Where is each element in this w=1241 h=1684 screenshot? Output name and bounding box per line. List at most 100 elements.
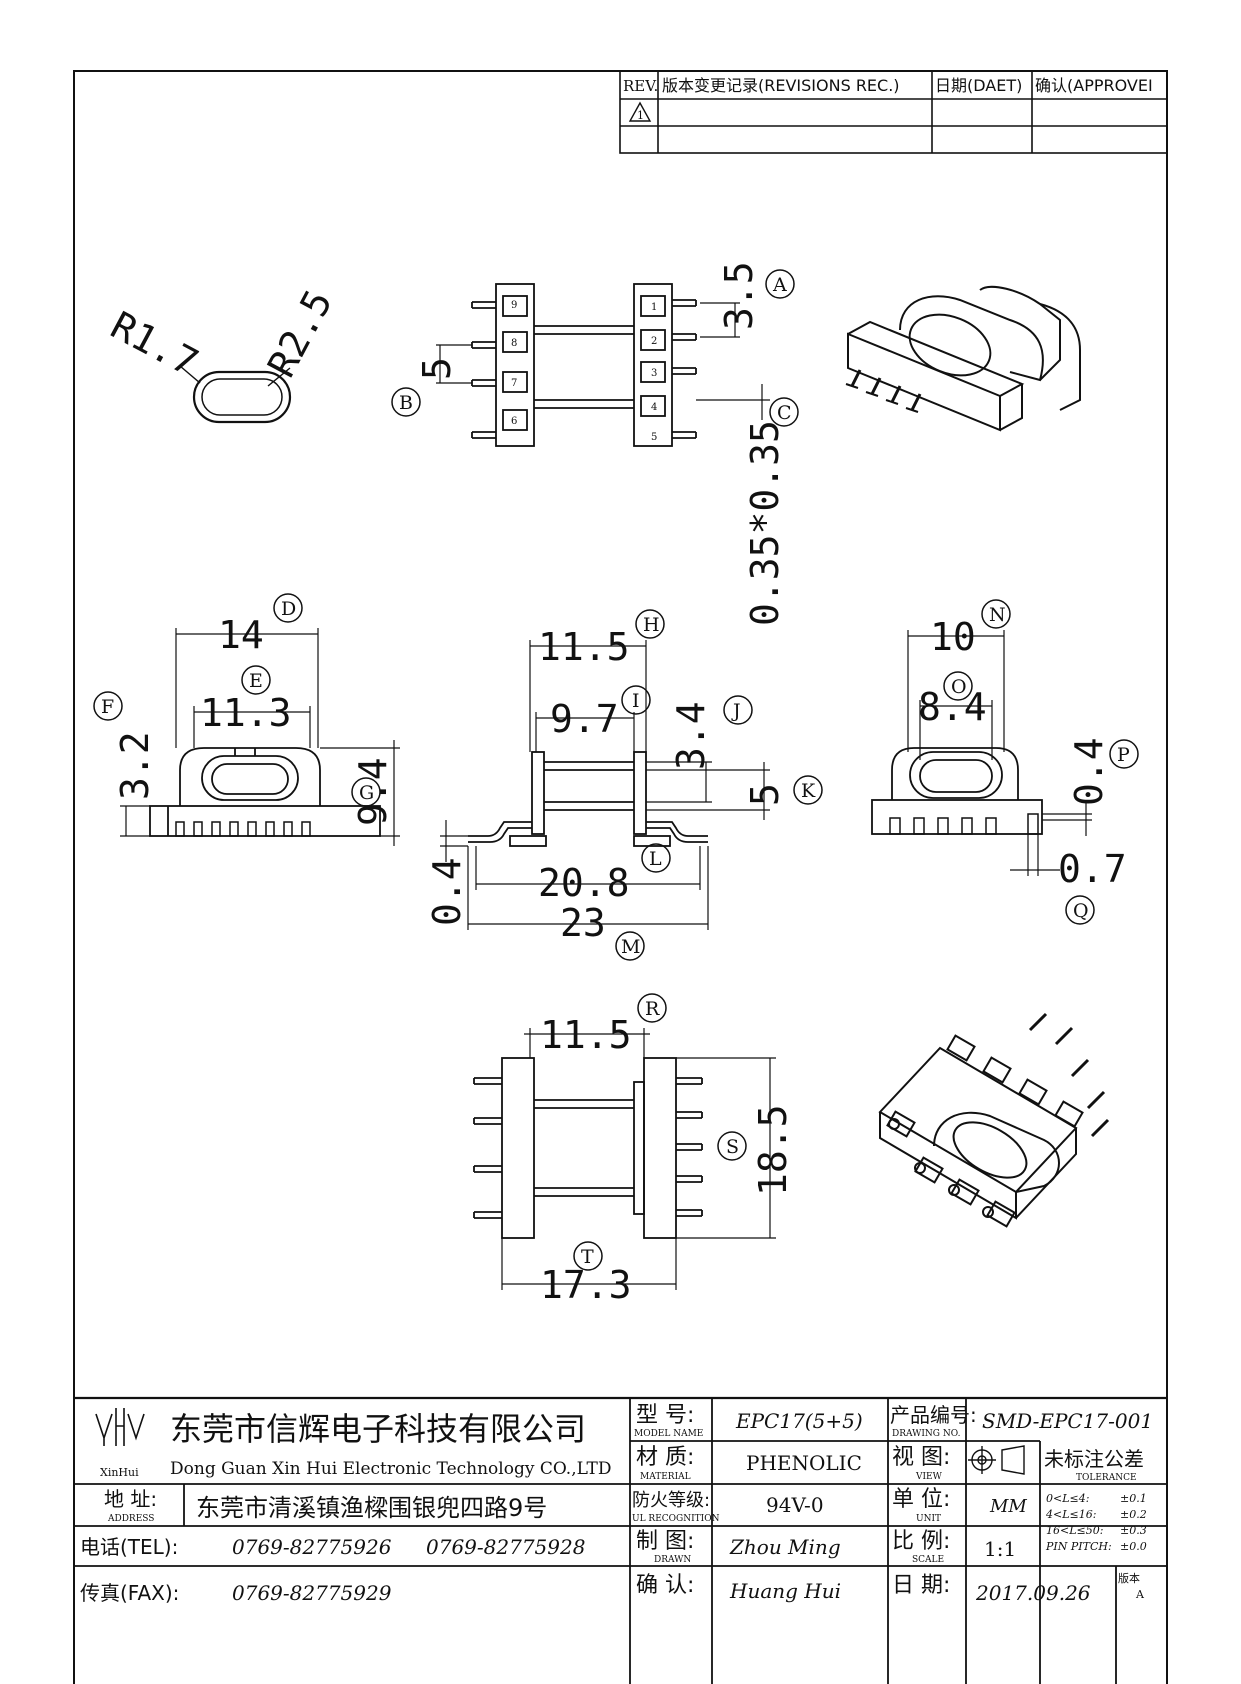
svg-text:E: E (249, 670, 263, 692)
first-angle-projection-icon (968, 1445, 1025, 1475)
dim-9-7: 9.7 (550, 697, 619, 741)
svg-text:±0.3: ±0.3 (1120, 1524, 1147, 1537)
svg-text:±0.2: ±0.2 (1120, 1508, 1147, 1521)
scale-value: 1:1 (984, 1537, 1016, 1561)
unit-label: 单 位: (892, 1487, 950, 1512)
date-label: 日 期: (892, 1573, 950, 1598)
logo-text: XinHui (100, 1466, 139, 1479)
tel-value-2: 0769-82775928 (426, 1535, 585, 1559)
ul-label-en: UL RECOGNITION (632, 1514, 720, 1524)
svg-text:J: J (731, 700, 741, 722)
callout-b (391, 387, 421, 417)
callout-t (573, 1241, 603, 1271)
callouts: A B C D E F G H I J K L M N O P Q R S T (93, 269, 1139, 1271)
callout-k (793, 775, 823, 805)
callout-d (273, 593, 303, 623)
callout-h (635, 609, 665, 639)
iso-view-top (845, 285, 1081, 432)
drawn-label: 制 图: (636, 1529, 694, 1554)
svg-text:F: F (101, 696, 114, 718)
dim-8-4: 8.4 (918, 685, 987, 729)
front-view (440, 640, 770, 930)
model-label: 型 号: (636, 1403, 694, 1428)
svg-text:8: 8 (511, 338, 517, 349)
ul-value: 94V-0 (766, 1493, 824, 1517)
drawn-label-en: DRAWN (654, 1555, 691, 1565)
svg-text:C: C (777, 402, 792, 424)
svg-text:R: R (645, 998, 660, 1020)
dim-5-front: 5 (743, 783, 787, 806)
material-label-en: MATERIAL (640, 1472, 691, 1482)
address-label: 地 址: (104, 1487, 157, 1511)
svg-text:0<L≤4:: 0<L≤4: (1046, 1492, 1089, 1505)
svg-text:4: 4 (651, 402, 657, 413)
svg-text:4<L≤16:: 4<L≤16: (1045, 1508, 1096, 1521)
dim-0-7: 0.7 (1058, 847, 1127, 891)
callout-j (723, 695, 753, 725)
dim-3-2: 3.2 (113, 731, 157, 800)
callout-f (93, 691, 123, 721)
dim-r2-5: R2.5 (259, 283, 341, 384)
fax-value: 0769-82775929 (232, 1581, 392, 1605)
svg-text:A: A (772, 274, 787, 296)
callout-l (641, 843, 671, 873)
dim-11-5-bottom: 11.5 (540, 1013, 632, 1057)
dim-3-4: 3.4 (669, 701, 713, 770)
svg-text:1: 1 (651, 302, 657, 313)
scale-label: 比 例: (892, 1529, 950, 1554)
confirm-label: 确 认: (636, 1573, 694, 1598)
callout-g (351, 777, 381, 807)
callout-r (637, 993, 667, 1023)
callout-q (1065, 895, 1095, 925)
view-label: 视 图: (892, 1445, 950, 1470)
address-label-en: ADDRESS (107, 1514, 154, 1524)
model-value: EPC17(5+5) (735, 1409, 863, 1433)
tel-label: 电话(TEL): (80, 1535, 178, 1559)
dim-14: 14 (218, 613, 264, 657)
callout-a (765, 269, 795, 299)
svg-text:16<L≤50:: 16<L≤50: (1046, 1524, 1103, 1537)
material-value: PHENOLIC (746, 1451, 862, 1475)
dim-9-4: 9.4 (351, 757, 395, 826)
address-value: 东莞市清溪镇渔樑围银兜四路9号 (196, 1494, 547, 1522)
dim-0-4-right: 0.4 (1067, 737, 1111, 806)
dim-11-5-front: 11.5 (538, 625, 630, 669)
rev-header: REV. (623, 77, 658, 95)
version-label: 版本 (1118, 1571, 1140, 1585)
svg-text:±0.1: ±0.1 (1120, 1492, 1147, 1505)
svg-text:I: I (632, 690, 640, 712)
svg-text:2: 2 (651, 336, 657, 347)
dim-23: 23 (560, 901, 606, 945)
bottom-view (473, 1028, 776, 1290)
svg-text:O: O (951, 676, 967, 698)
callout-m (615, 931, 645, 961)
drawn-value: Zhou Ming (729, 1535, 841, 1559)
svg-text:B: B (399, 392, 413, 414)
svg-text:M: M (621, 936, 640, 958)
date-header: 日期(DAET) (935, 76, 1022, 95)
svg-text:Q: Q (1073, 900, 1089, 922)
company-name-cn: 东莞市信辉电子科技有限公司 (170, 1410, 586, 1448)
svg-text:±0.0: ±0.0 (1120, 1540, 1147, 1553)
dim-r1-7: R1.7 (104, 303, 205, 385)
approve-header: 确认(APPROVEI (1035, 76, 1153, 95)
title-block-grid (74, 1396, 1167, 1684)
drawing-no-label-en: DRAWING NO. (892, 1429, 961, 1439)
model-label-en: MODEL NAME (634, 1429, 703, 1439)
side-view-left (120, 628, 400, 846)
svg-text:6: 6 (511, 416, 517, 427)
svg-text:7: 7 (511, 378, 517, 389)
dim-11-3: 11.3 (200, 691, 292, 735)
svg-text:L: L (649, 848, 662, 870)
svg-text:P: P (1117, 744, 1130, 766)
svg-text:5: 5 (651, 432, 657, 443)
dim-3-5: 3.5 (717, 261, 761, 330)
material-label: 材 质: (636, 1445, 694, 1470)
dim-10: 10 (930, 615, 976, 659)
fax-label: 传真(FAX): (80, 1581, 179, 1605)
svg-text:G: G (359, 782, 374, 804)
callout-s (717, 1131, 747, 1161)
view-label-en: VIEW (915, 1472, 943, 1482)
svg-text:T: T (581, 1246, 594, 1268)
company-name-en: Dong Guan Xin Hui Electronic Technology … (170, 1459, 611, 1479)
